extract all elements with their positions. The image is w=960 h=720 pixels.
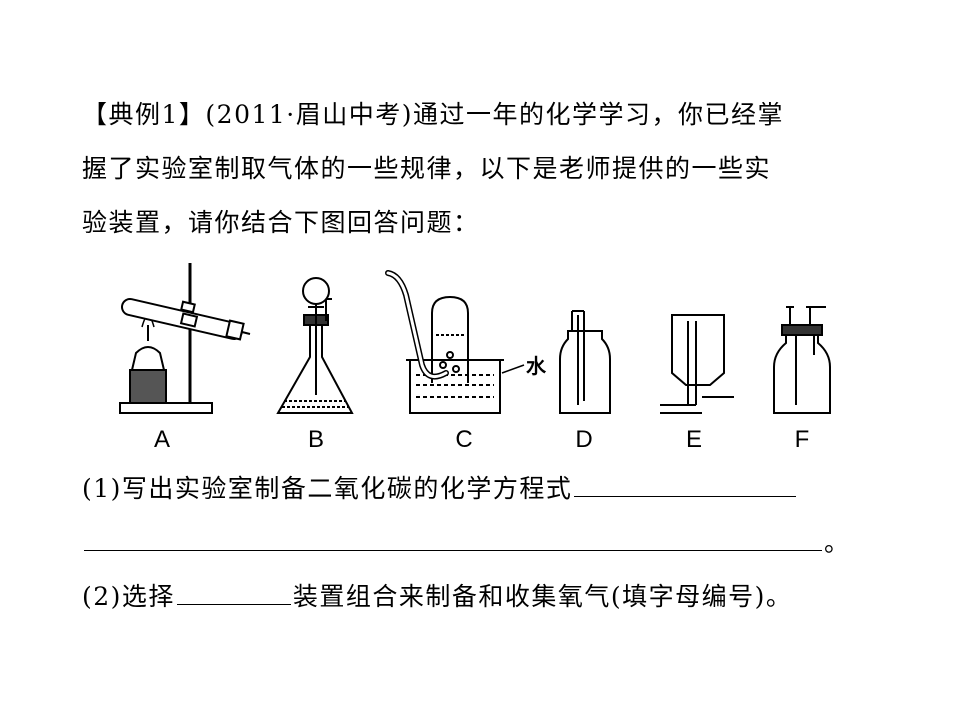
apparatus-f (773, 306, 831, 414)
sub-question-1-text: (1)写出实验室制备二氧化碳的化学方程式 (82, 474, 573, 503)
apparatus-a (119, 263, 251, 414)
question-line-1: 【典例1】(2011·眉山中考)通过一年的化学学习，你已经掌 (82, 100, 784, 129)
label-e: E (686, 426, 702, 453)
sub-question-1-end: 。 (824, 528, 851, 557)
apparatus-diagram: 水 A B C D E F (119, 263, 831, 453)
sub-question-2-prefix: (2)选择 (82, 582, 175, 611)
question-line-3: 验装置，请你结合下图回答问题： (82, 208, 480, 237)
answer-blank-1a[interactable] (574, 474, 797, 497)
sub-question-2-suffix: 装置组合来制备和收集氧气(填字母编号)。 (292, 582, 793, 611)
question-line-2: 握了实验室制取气体的一些规律，以下是老师提供的一些实 (82, 154, 772, 183)
sub-question-2: (2)选择 装置组合来制备和收集氧气(填字母编号)。 (82, 580, 792, 614)
label-f: F (795, 426, 810, 453)
label-c: C (455, 426, 472, 453)
sub-question-1-continued: 。 (82, 526, 851, 560)
apparatus-b (276, 277, 354, 414)
label-b: B (308, 426, 324, 453)
apparatus-d (559, 310, 611, 414)
apparatus-c: 水 (385, 270, 547, 414)
answer-blank-1b[interactable] (84, 528, 822, 551)
answer-blank-2[interactable] (176, 582, 291, 605)
apparatus-e (660, 314, 734, 414)
water-label: 水 (526, 354, 547, 378)
sub-question-1: (1)写出实验室制备二氧化碳的化学方程式 (82, 472, 798, 506)
label-d: D (575, 426, 592, 453)
label-a: A (154, 426, 170, 453)
